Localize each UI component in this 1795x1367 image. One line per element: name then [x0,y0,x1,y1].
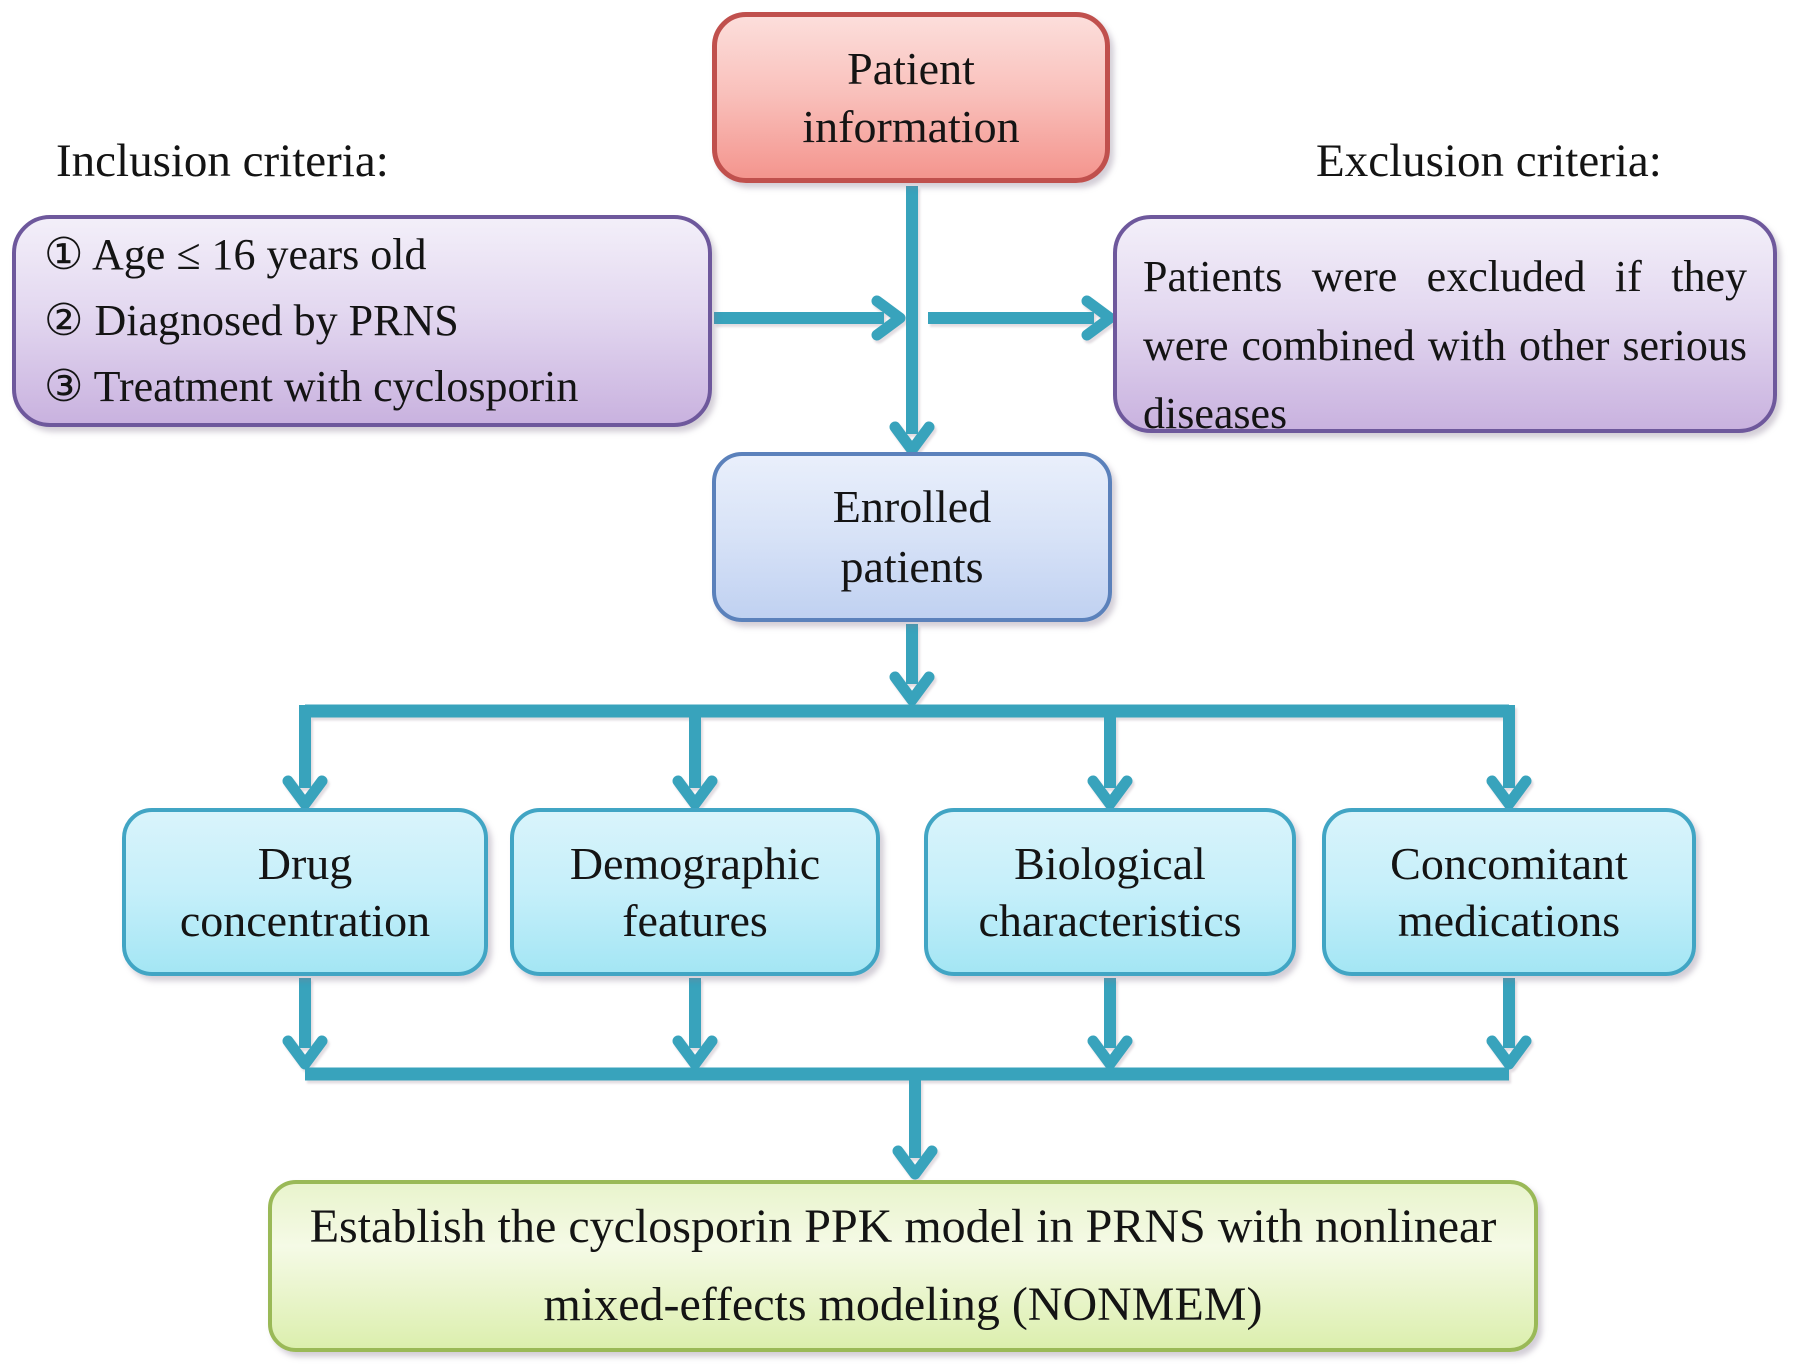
node-line: Enrolled [832,481,992,533]
inclusion-item: ① Age ≤ 16 years old [44,230,427,279]
covariate-node-demographic-features: Demographic features [510,808,880,976]
node-line: patients [840,541,984,592]
node-line: characteristics [978,895,1242,946]
node-line: Demographic [569,837,821,889]
inclusion-item: ③ Treatment with cyclosporin [44,362,579,411]
enrolled-patients-node: Enrolled patients [712,452,1112,622]
node-line: Patient [847,43,975,94]
exclusion-criteria-node: Patients were excluded if they were comb… [1113,215,1777,438]
node-line: information [802,100,1020,152]
node-line: Concomitant [1390,837,1628,889]
node-line: medications [1397,895,1621,946]
inclusion-criteria-node: ① Age ≤ 16 years old ② Diagnosed by PRNS… [12,215,712,427]
outcome-node: Establish the cyclosporin PPK model in P… [268,1180,1538,1352]
inclusion-item: ② Diagnosed by PRNS [44,296,459,345]
covariate-node-biological-characteristics: Biological characteristics [924,808,1296,976]
node-line: Drug [257,837,353,889]
exclusion-criteria-label: Exclusion criteria: [1316,135,1662,187]
patient-information-node: Patient information [712,12,1110,183]
covariate-node-drug-concentration: Drug concentration [122,808,488,976]
node-line: features [622,895,768,946]
node-line: concentration [179,895,431,946]
covariate-node-concomitant-medications: Concomitant medications [1322,808,1696,976]
inclusion-criteria-label: Inclusion criteria: [56,135,389,187]
node-line: Biological [1014,837,1206,889]
